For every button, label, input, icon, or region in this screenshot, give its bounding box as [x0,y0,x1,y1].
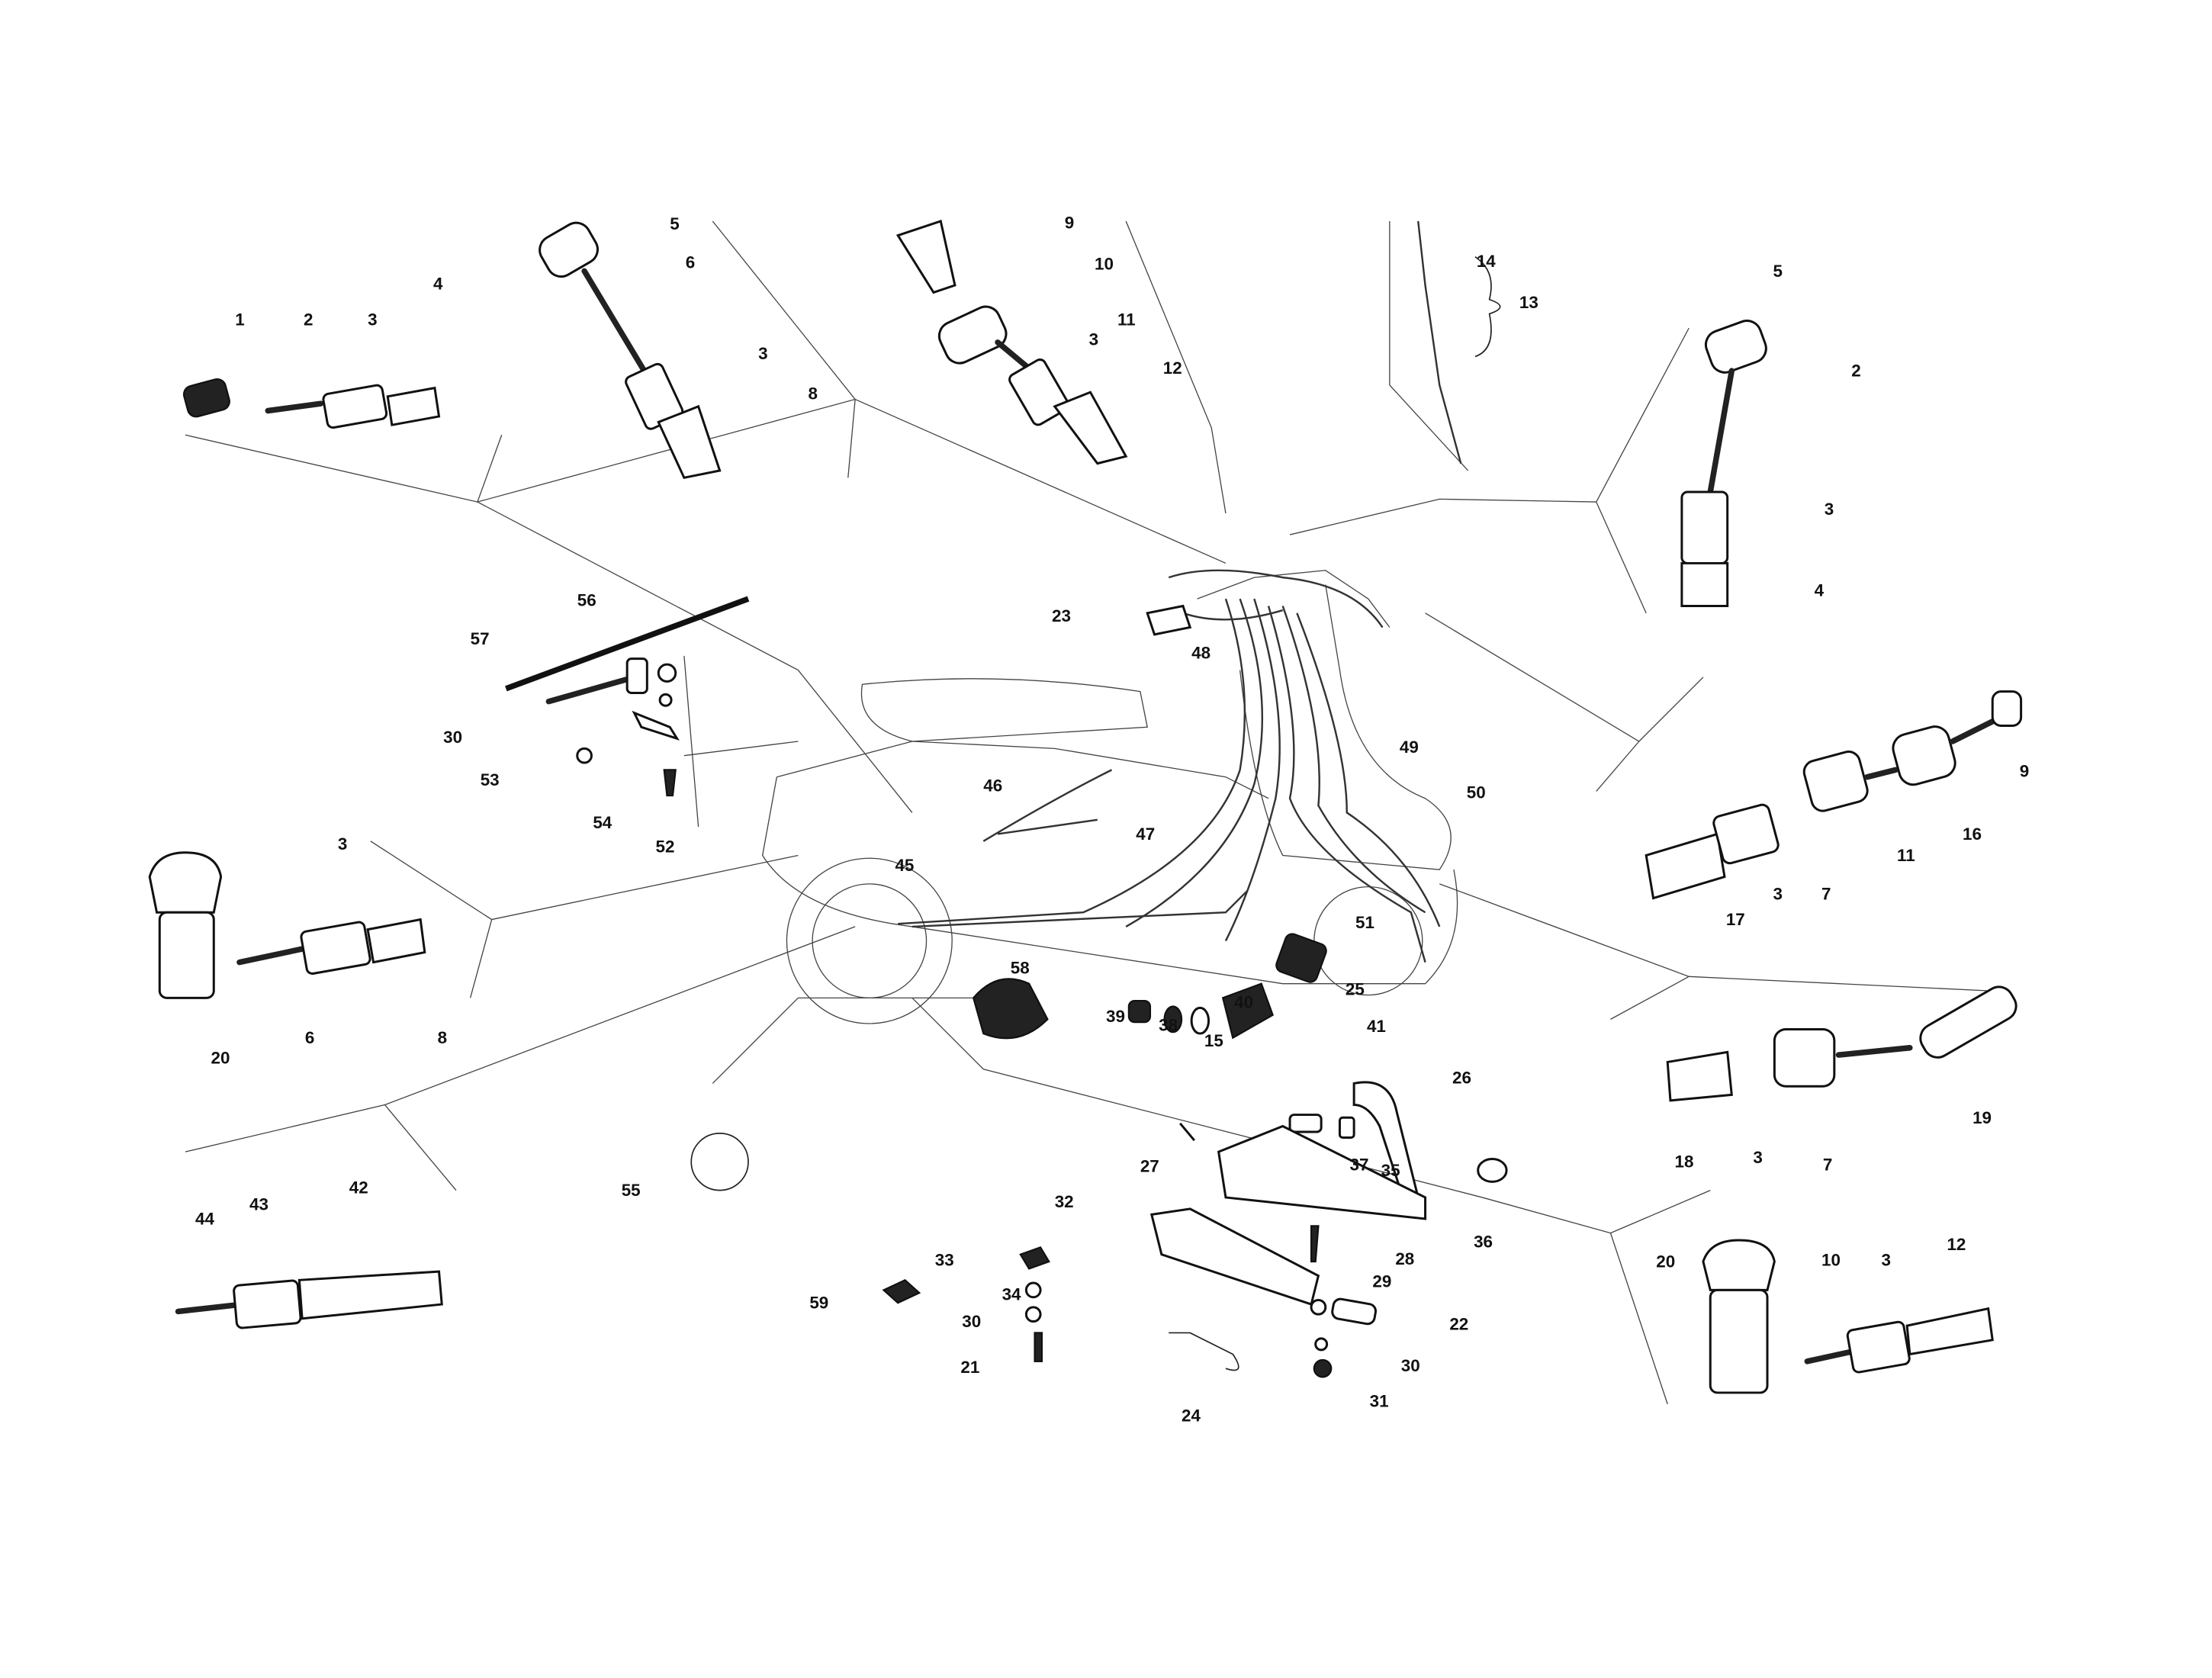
callout-label-59: 59 [809,1294,828,1313]
callout-label-47: 47 [1136,825,1155,844]
callout-label-19: 19 [1972,1108,1992,1127]
callout-label-58: 58 [1011,959,1030,978]
callout-label-34: 34 [1002,1284,1021,1304]
callout-label-49: 49 [1400,738,1419,757]
callout-label-3: 3 [1089,330,1098,349]
callout-label-50: 50 [1467,783,1486,802]
callout-label-3: 3 [368,310,377,329]
callout-label-7: 7 [1821,884,1831,903]
callout-label-4: 4 [1815,580,1825,600]
callout-label-32: 32 [1055,1192,1074,1211]
callout-label-3: 3 [338,834,347,853]
callout-label-31: 31 [1370,1392,1389,1411]
callout-label-51: 51 [1355,913,1374,932]
callout-label-1: 1 [235,310,244,329]
callout-label-44: 44 [195,1209,214,1228]
callout-label-30: 30 [1401,1356,1420,1375]
callout-label-33: 33 [935,1251,954,1270]
callout-label-17: 17 [1726,910,1745,929]
callout-label-53: 53 [481,770,500,789]
callout-label-46: 46 [983,776,1002,795]
callout-label-11: 11 [1897,846,1915,865]
callout-label-54: 54 [593,813,612,832]
callout-label-21: 21 [960,1358,979,1377]
callout-label-2: 2 [304,310,313,329]
callout-label-13: 13 [1519,293,1538,312]
callout-label-11: 11 [1117,310,1136,329]
callout-label-30: 30 [962,1312,981,1331]
callout-label-10: 10 [1821,1251,1841,1270]
callout-label-5: 5 [1773,262,1782,281]
scooter-outline [761,570,1458,1024]
callout-label-3: 3 [1753,1148,1762,1167]
callout-label-52: 52 [656,837,675,857]
callout-label-24: 24 [1182,1406,1201,1425]
callout-label-56: 56 [577,590,596,609]
callout-label-9: 9 [1065,213,1074,232]
callout-label-36: 36 [1474,1232,1493,1251]
callout-label-28: 28 [1395,1249,1414,1268]
callout-label-12: 12 [1163,358,1182,378]
callout-label-2: 2 [1851,362,1860,381]
callout-label-7: 7 [1823,1155,1832,1174]
callout-label-8: 8 [438,1028,447,1047]
callout-label-4: 4 [433,275,443,294]
callout-label-43: 43 [249,1195,268,1214]
callout-label-3: 3 [758,344,767,363]
callout-label-8: 8 [808,384,817,403]
callout-label-3: 3 [1773,884,1782,903]
callout-label-39: 39 [1106,1007,1125,1026]
callout-label-16: 16 [1963,825,1982,844]
callout-label-10: 10 [1095,255,1114,274]
callout-label-27: 27 [1140,1156,1159,1175]
callout-label-29: 29 [1372,1272,1391,1291]
callout-label-35: 35 [1381,1161,1400,1180]
callout-label-42: 42 [349,1178,368,1197]
callout-label-57: 57 [471,629,490,648]
callout-label-38: 38 [1159,1015,1178,1034]
cable-harness [898,569,1441,963]
callout-label-40: 40 [1234,992,1253,1011]
callout-label-45: 45 [895,856,914,875]
callout-label-6: 6 [686,253,695,272]
callout-label-48: 48 [1191,644,1210,663]
callout-label-41: 41 [1367,1017,1386,1036]
callout-label-6: 6 [305,1028,314,1047]
callout-label-3: 3 [1825,500,1834,519]
callout-label-20: 20 [211,1048,230,1067]
callout-label-23: 23 [1052,606,1071,625]
callout-label-20: 20 [1656,1252,1675,1271]
callout-label-30: 30 [443,728,462,747]
callout-label-3: 3 [1881,1251,1890,1270]
callout-label-5: 5 [670,214,679,233]
callout-label-55: 55 [622,1181,641,1200]
parts [148,220,2023,1394]
callout-label-15: 15 [1204,1031,1223,1050]
callout-label-26: 26 [1452,1068,1471,1087]
callout-label-18: 18 [1675,1152,1694,1172]
callout-label-25: 25 [1346,980,1365,999]
callout-label-14: 14 [1477,252,1496,271]
callout-label-9: 9 [2020,762,2029,781]
callout-label-22: 22 [1449,1315,1468,1334]
callout-label-37: 37 [1350,1155,1369,1174]
callout-label-12: 12 [1947,1235,1966,1254]
